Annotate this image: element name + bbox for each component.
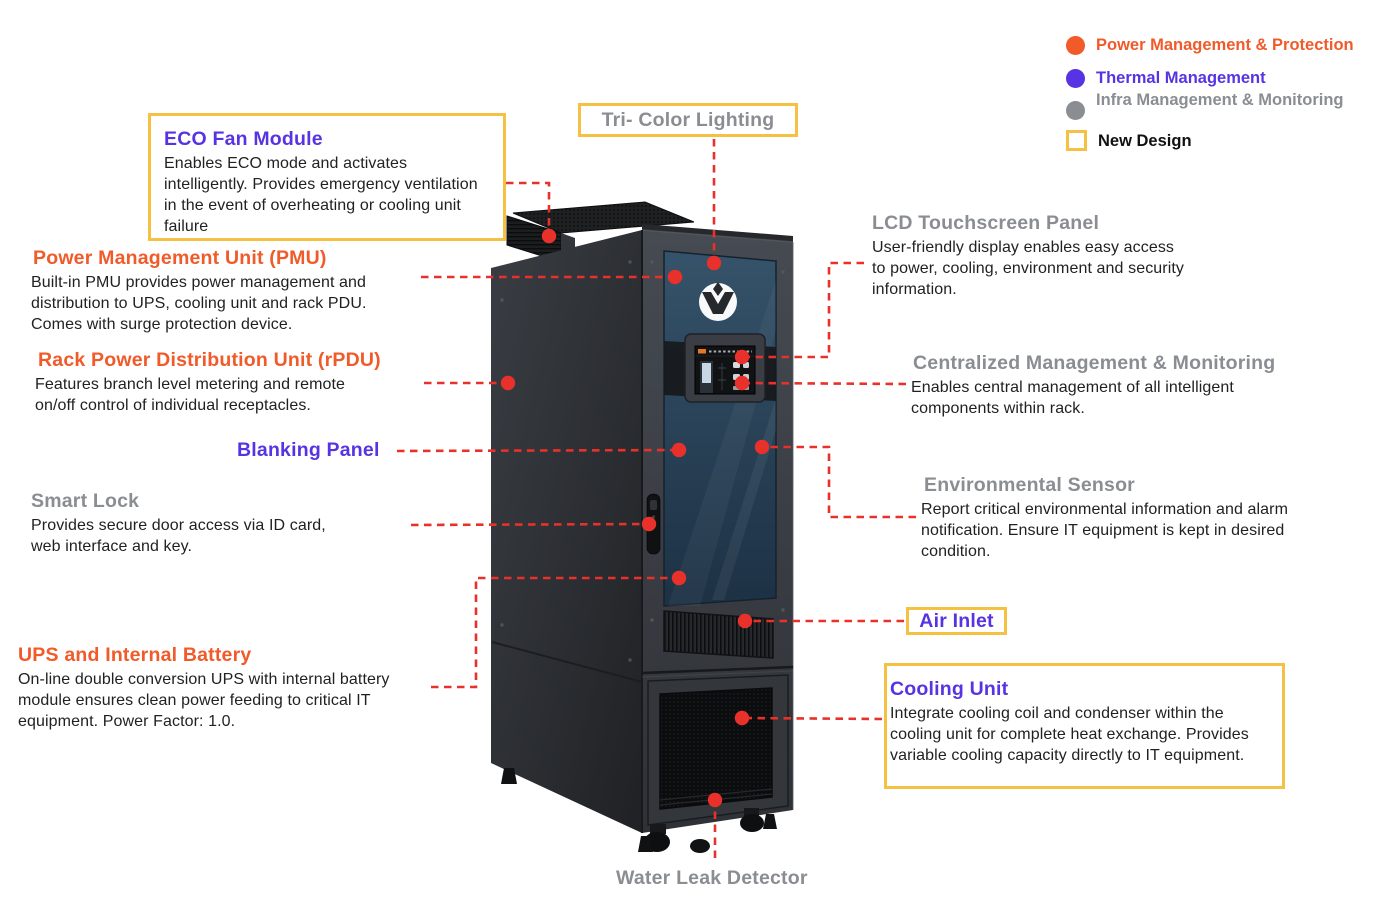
callout-cooling-unit: Cooling Unit Integrate cooling coil and …: [884, 663, 1285, 789]
legend-item-power: Power Management & Protection: [1066, 35, 1354, 55]
callout-ups: UPS and Internal Battery On-line double …: [18, 644, 390, 732]
connector-smart-lock: [410, 522, 650, 527]
connector-eco-fan: [506, 181, 551, 236]
env-sensor-title: Environmental Sensor: [924, 474, 1135, 496]
legend-dot-power-icon: [1066, 35, 1085, 55]
eco-fan-body: Enables ECO mode and activates intellige…: [164, 155, 478, 235]
pmu-title: Power Management Unit (PMU): [33, 247, 327, 269]
callout-water-leak-detector: Water Leak Detector: [616, 867, 808, 889]
vertiv-logo-icon: [699, 282, 737, 321]
callout-rpdu: Rack Power Distribution Unit (rPDU) Feat…: [35, 349, 381, 416]
centralized-title: Centralized Management & Monitoring: [913, 352, 1276, 374]
connector-dots: [500, 228, 770, 808]
legend-dot-thermal-icon: [1066, 68, 1085, 88]
smart-lock-title: Smart Lock: [31, 490, 140, 512]
connector-centralized: [741, 381, 907, 386]
connector-lcd: [742, 261, 864, 359]
env-sensor-body: Report critical environmental informatio…: [921, 501, 1289, 560]
eco-fan-title: ECO Fan Module: [164, 128, 323, 150]
lcd-touchscreen-panel: [684, 333, 766, 403]
centralized-body: Enables central management of all intell…: [911, 379, 1234, 417]
panel-screws: [500, 260, 785, 662]
callout-centralized-mgmt: Centralized Management & Monitoring Enab…: [911, 352, 1275, 419]
ups-title: UPS and Internal Battery: [18, 644, 252, 666]
lcd-status-led: [698, 349, 706, 354]
connector-blanking: [396, 448, 680, 453]
lcd-title: LCD Touchscreen Panel: [872, 212, 1100, 234]
callout-tri-color-lighting: Tri- Color Lighting: [578, 103, 798, 137]
legend-label-new-design: New Design: [1098, 131, 1192, 150]
blanking-title: Blanking Panel: [237, 439, 380, 461]
casters-and-feet: [501, 768, 777, 853]
cooling-title: Cooling Unit: [890, 678, 1009, 700]
legend-item-new-design: New Design: [1066, 130, 1192, 151]
callout-lcd-panel: LCD Touchscreen Panel User-friendly disp…: [872, 212, 1184, 300]
ups-body: On-line double conversion UPS with inter…: [18, 671, 390, 730]
air-inlet-title: Air Inlet: [919, 610, 994, 632]
smart-lock-body: Provides secure door access via ID card,…: [31, 517, 326, 555]
legend-dot-infra-icon: [1066, 101, 1085, 120]
connector-env-sensor: [762, 445, 916, 519]
legend-label-infra: Infra Management & Monitoring: [1096, 91, 1344, 109]
rpdu-body: Features branch level metering and remot…: [35, 376, 346, 414]
callout-pmu: Power Management Unit (PMU) Built-in PMU…: [31, 247, 367, 335]
callout-eco-fan-module: ECO Fan Module Enables ECO mode and acti…: [148, 113, 506, 241]
cabinet-side-panel: [491, 230, 642, 833]
callout-env-sensor: Environmental Sensor Report critical env…: [921, 474, 1288, 562]
legend-item-thermal: Thermal Management: [1066, 68, 1266, 88]
connector-lines: [396, 139, 916, 858]
callout-smart-lock: Smart Lock Provides secure door access v…: [31, 490, 326, 557]
air-inlet-vent: [663, 610, 774, 659]
cooling-body: Integrate cooling coil and condenser wit…: [890, 705, 1249, 764]
callout-blanking-panel: Blanking Panel: [237, 439, 380, 461]
legend-item-infra: Infra Management & Monitoring: [1066, 90, 1344, 120]
pmu-body: Built-in PMU provides power management a…: [31, 274, 367, 333]
legend-label-thermal: Thermal Management: [1096, 69, 1266, 87]
new-design-swatch-icon: [1066, 130, 1087, 151]
legend-label-power: Power Management & Protection: [1096, 36, 1354, 54]
water-leak-title: Water Leak Detector: [616, 867, 808, 889]
connector-cooling: [741, 716, 883, 721]
tri-color-title: Tri- Color Lighting: [601, 109, 775, 131]
callout-air-inlet: Air Inlet: [906, 607, 1007, 635]
lcd-body: User-friendly display enables easy acces…: [872, 239, 1185, 298]
rpdu-title: Rack Power Distribution Unit (rPDU): [38, 349, 381, 371]
